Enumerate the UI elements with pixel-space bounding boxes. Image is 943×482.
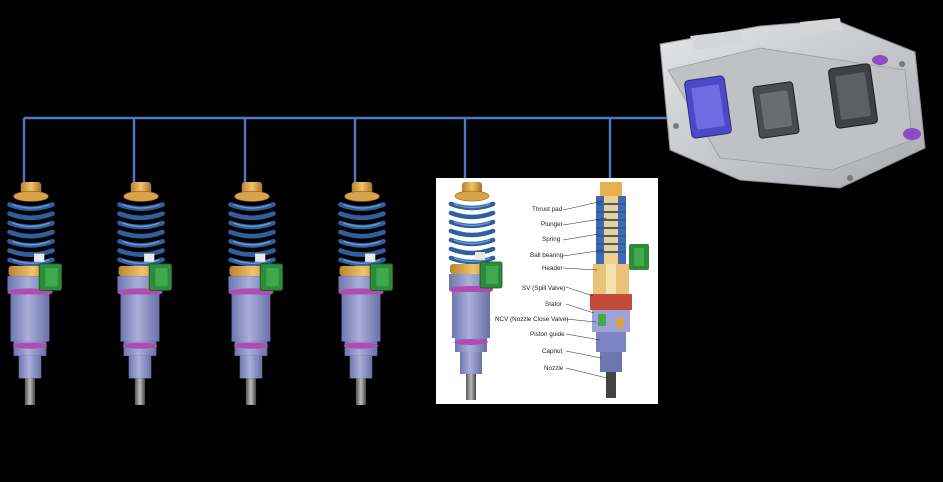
- injector-2: [117, 182, 171, 405]
- label-nozzle: Nozzle: [544, 365, 564, 372]
- injector-4: [338, 182, 392, 405]
- label-piston-guide: Piston guide: [530, 331, 565, 338]
- label-capnut: Capnut: [542, 348, 563, 355]
- label-thrust-pad: Thrust pad: [532, 206, 563, 213]
- ecu-connector-right: [828, 63, 878, 129]
- wiring-harness: [22, 116, 668, 183]
- label-stator: Stator: [545, 301, 562, 308]
- injector-1: [7, 182, 61, 405]
- injector-cutaway-icon: [590, 182, 649, 398]
- cutaway-callouts: [562, 200, 608, 379]
- ecu-connector-middle: [752, 81, 800, 139]
- ecu-vent: [903, 128, 921, 140]
- injector-3: [228, 182, 282, 405]
- label-ball-bearing: Ball bearing: [530, 252, 564, 259]
- label-spring: Spring: [542, 236, 561, 243]
- label-header: Header: [542, 265, 563, 272]
- label-nozzle-close-valve: NCV (Nozzle Close Valve): [495, 316, 568, 323]
- ecu-connector-left: [684, 75, 732, 139]
- label-plunger: Plunger: [541, 221, 563, 228]
- ecu-module-icon: [659, 18, 926, 189]
- cutaway-panel: Thrust pad Plunger Spring Ball bearing H…: [436, 178, 658, 404]
- label-spill-valve: SV (Spill Valve): [522, 285, 565, 292]
